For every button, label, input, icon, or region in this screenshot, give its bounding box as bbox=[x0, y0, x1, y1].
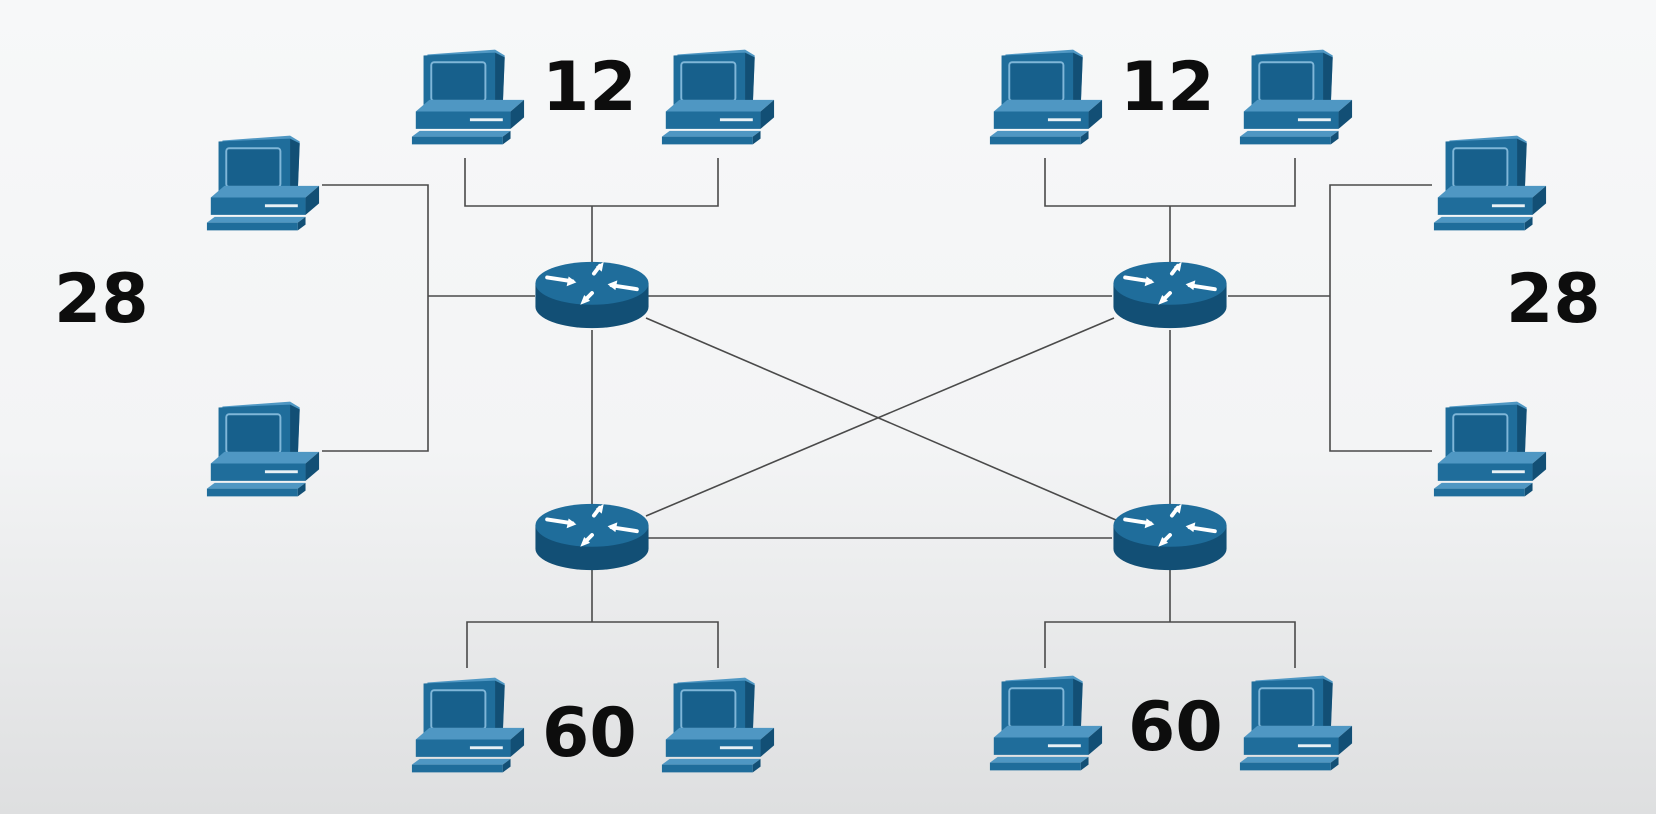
desktop-computer-icon[interactable] bbox=[660, 676, 776, 774]
link-left-hosts bbox=[322, 184, 429, 452]
desktop-computer-icon[interactable] bbox=[410, 676, 526, 774]
desktop-computer-icon[interactable] bbox=[205, 134, 321, 232]
link-bottom-left-hosts bbox=[466, 621, 719, 668]
link-router-tr-bl bbox=[645, 317, 1115, 517]
desktop-computer-icon[interactable] bbox=[988, 48, 1104, 146]
host-count-top-left: 12 bbox=[542, 48, 637, 127]
desktop-computer-icon[interactable] bbox=[1238, 674, 1354, 772]
router-bottom-right-icon[interactable] bbox=[1111, 501, 1229, 573]
desktop-computer-icon[interactable] bbox=[660, 48, 776, 146]
desktop-computer-icon[interactable] bbox=[988, 674, 1104, 772]
router-top-left-icon[interactable] bbox=[533, 259, 651, 331]
desktop-computer-icon[interactable] bbox=[1432, 134, 1548, 232]
link-router-tl-br bbox=[645, 317, 1117, 521]
host-count-bottom-right: 60 bbox=[1128, 688, 1223, 767]
link-top-right-hosts bbox=[1044, 158, 1296, 207]
desktop-computer-icon[interactable] bbox=[1432, 400, 1548, 498]
router-top-right-icon[interactable] bbox=[1111, 259, 1229, 331]
host-count-left: 28 bbox=[54, 260, 149, 339]
desktop-computer-icon[interactable] bbox=[205, 400, 321, 498]
host-count-right: 28 bbox=[1506, 260, 1601, 339]
desktop-computer-icon[interactable] bbox=[410, 48, 526, 146]
desktop-computer-icon[interactable] bbox=[1238, 48, 1354, 146]
link-bottom-right-hosts bbox=[1044, 621, 1296, 668]
link-right-hosts bbox=[1329, 184, 1432, 452]
router-bottom-left-icon[interactable] bbox=[533, 501, 651, 573]
host-count-top-right: 12 bbox=[1120, 48, 1215, 127]
network-links bbox=[322, 158, 1432, 668]
link-top-left-hosts bbox=[464, 158, 719, 207]
host-count-bottom-left: 60 bbox=[542, 694, 637, 773]
